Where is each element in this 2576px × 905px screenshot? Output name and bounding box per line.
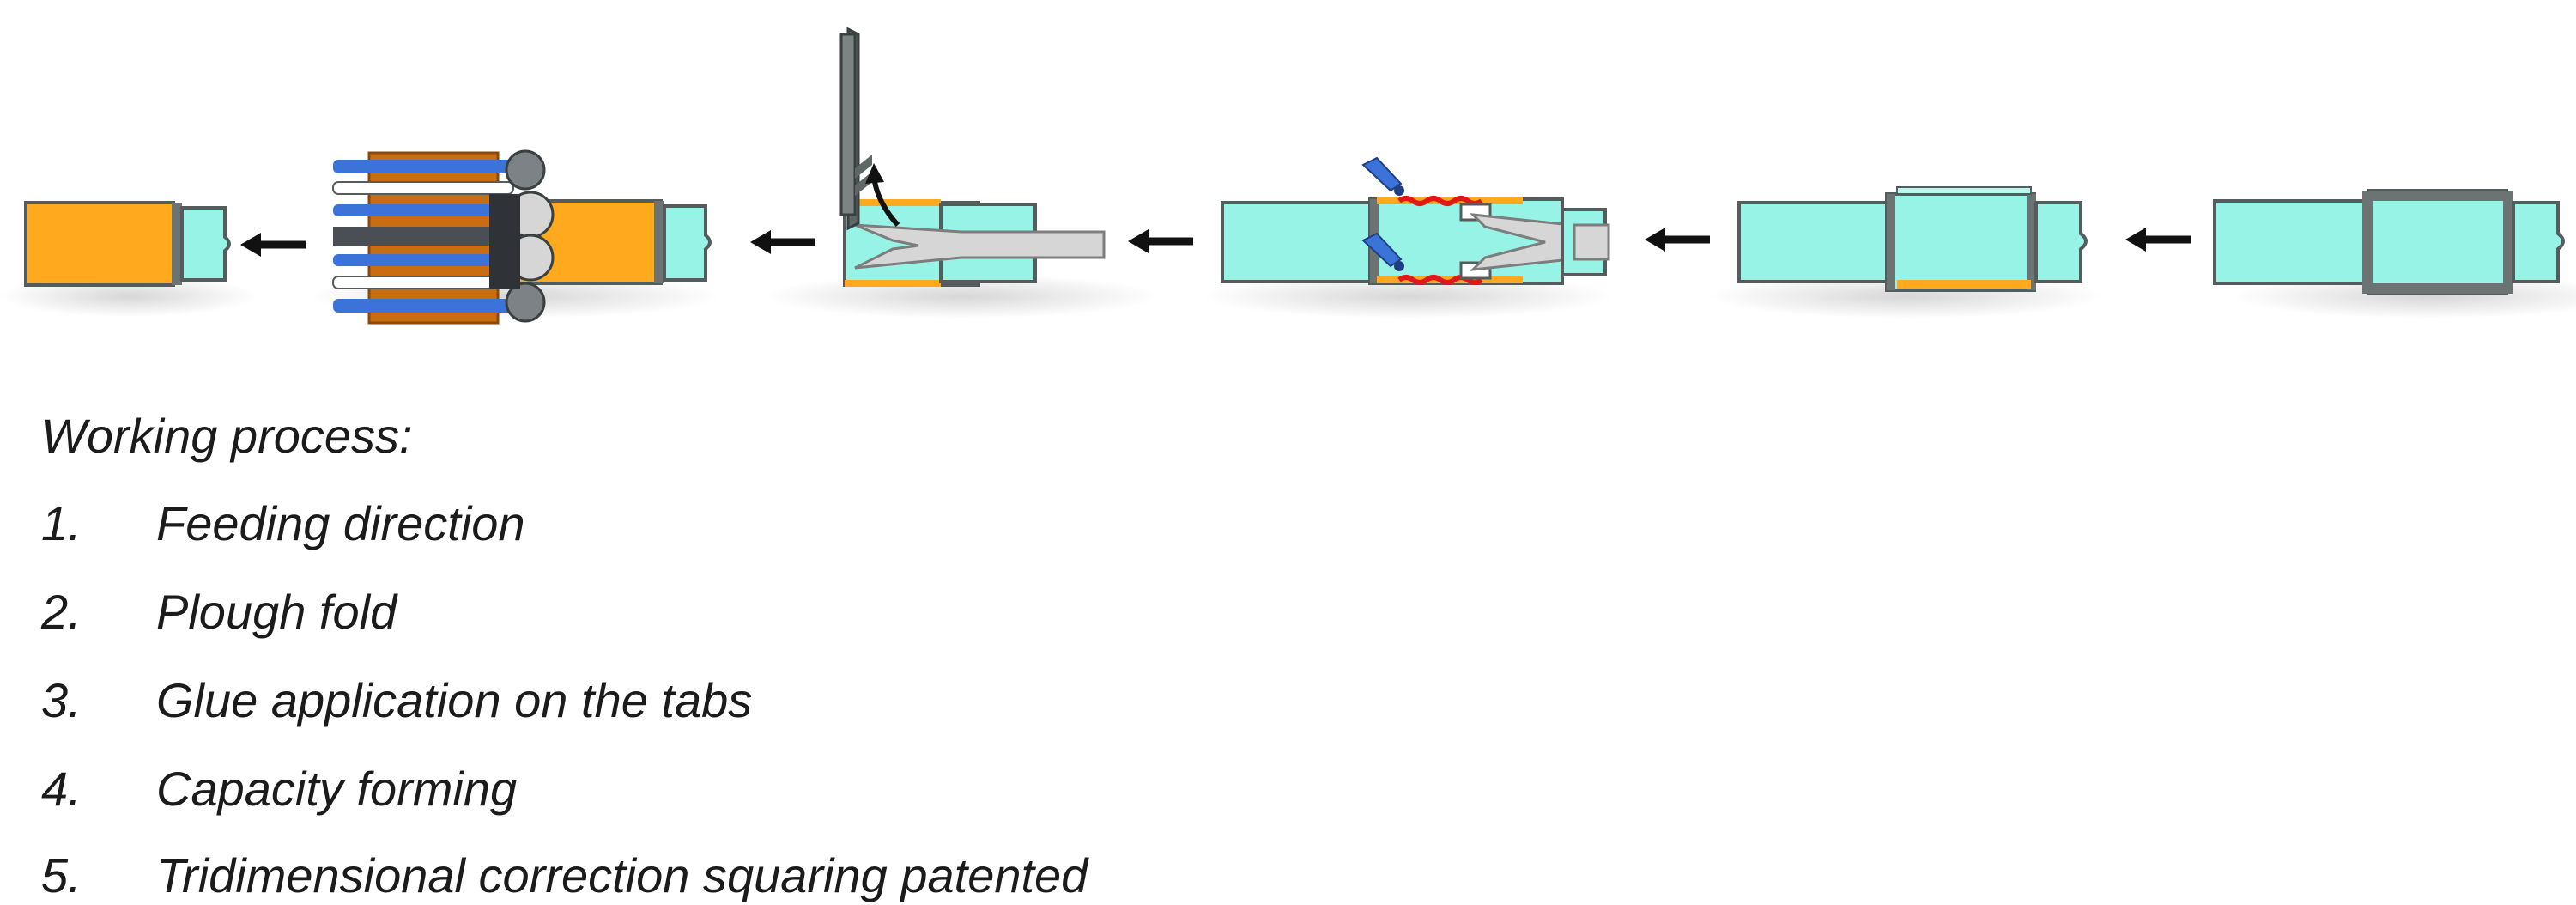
flow-arrow-icon xyxy=(240,233,306,257)
process-diagram xyxy=(0,27,2576,325)
step-number: 3. xyxy=(41,673,82,727)
process-step: 5. Tridimensional correction squaring pat… xyxy=(41,850,1088,902)
glue-gun-icon xyxy=(1361,232,1404,271)
glue-gun-icon xyxy=(1361,156,1404,196)
glue-line xyxy=(1397,275,1483,285)
stage-finished-tray xyxy=(0,201,258,317)
stage-feeding-carton xyxy=(2213,189,2576,319)
flow-arrow-icon xyxy=(1645,228,1710,252)
step-number: 4. xyxy=(41,762,82,816)
glue-line xyxy=(1397,196,1483,206)
flow-arrow-icon xyxy=(1128,229,1193,253)
step-text: Capacity forming xyxy=(156,762,518,816)
process-step: 2. Plough fold xyxy=(41,586,397,638)
flow-arrow-icon xyxy=(750,230,815,254)
plough-blade-icon xyxy=(854,223,1106,270)
stage-plough-fold xyxy=(1708,186,2103,319)
stage-glue-application xyxy=(1202,156,1614,319)
step-number: 5. xyxy=(41,848,82,902)
step-number: 2. xyxy=(41,585,82,639)
step-text: Plough fold xyxy=(156,585,397,639)
working-process-heading: Working process: xyxy=(41,409,413,463)
flow-arrow-icon xyxy=(2125,228,2191,252)
process-step: 3. Glue application on the tabs xyxy=(41,675,752,726)
step-text: Feeding direction xyxy=(156,496,525,550)
step-text: Tridimensional correction squaring paten… xyxy=(156,848,1088,902)
squaring-unit-icon xyxy=(309,149,721,325)
process-step: 1. Feeding direction xyxy=(41,498,525,550)
step-text: Glue application on the tabs xyxy=(156,673,753,727)
step-number: 1. xyxy=(41,496,82,550)
stage-plough-folder xyxy=(764,27,1159,319)
process-step: 4. Capacity forming xyxy=(41,763,517,815)
